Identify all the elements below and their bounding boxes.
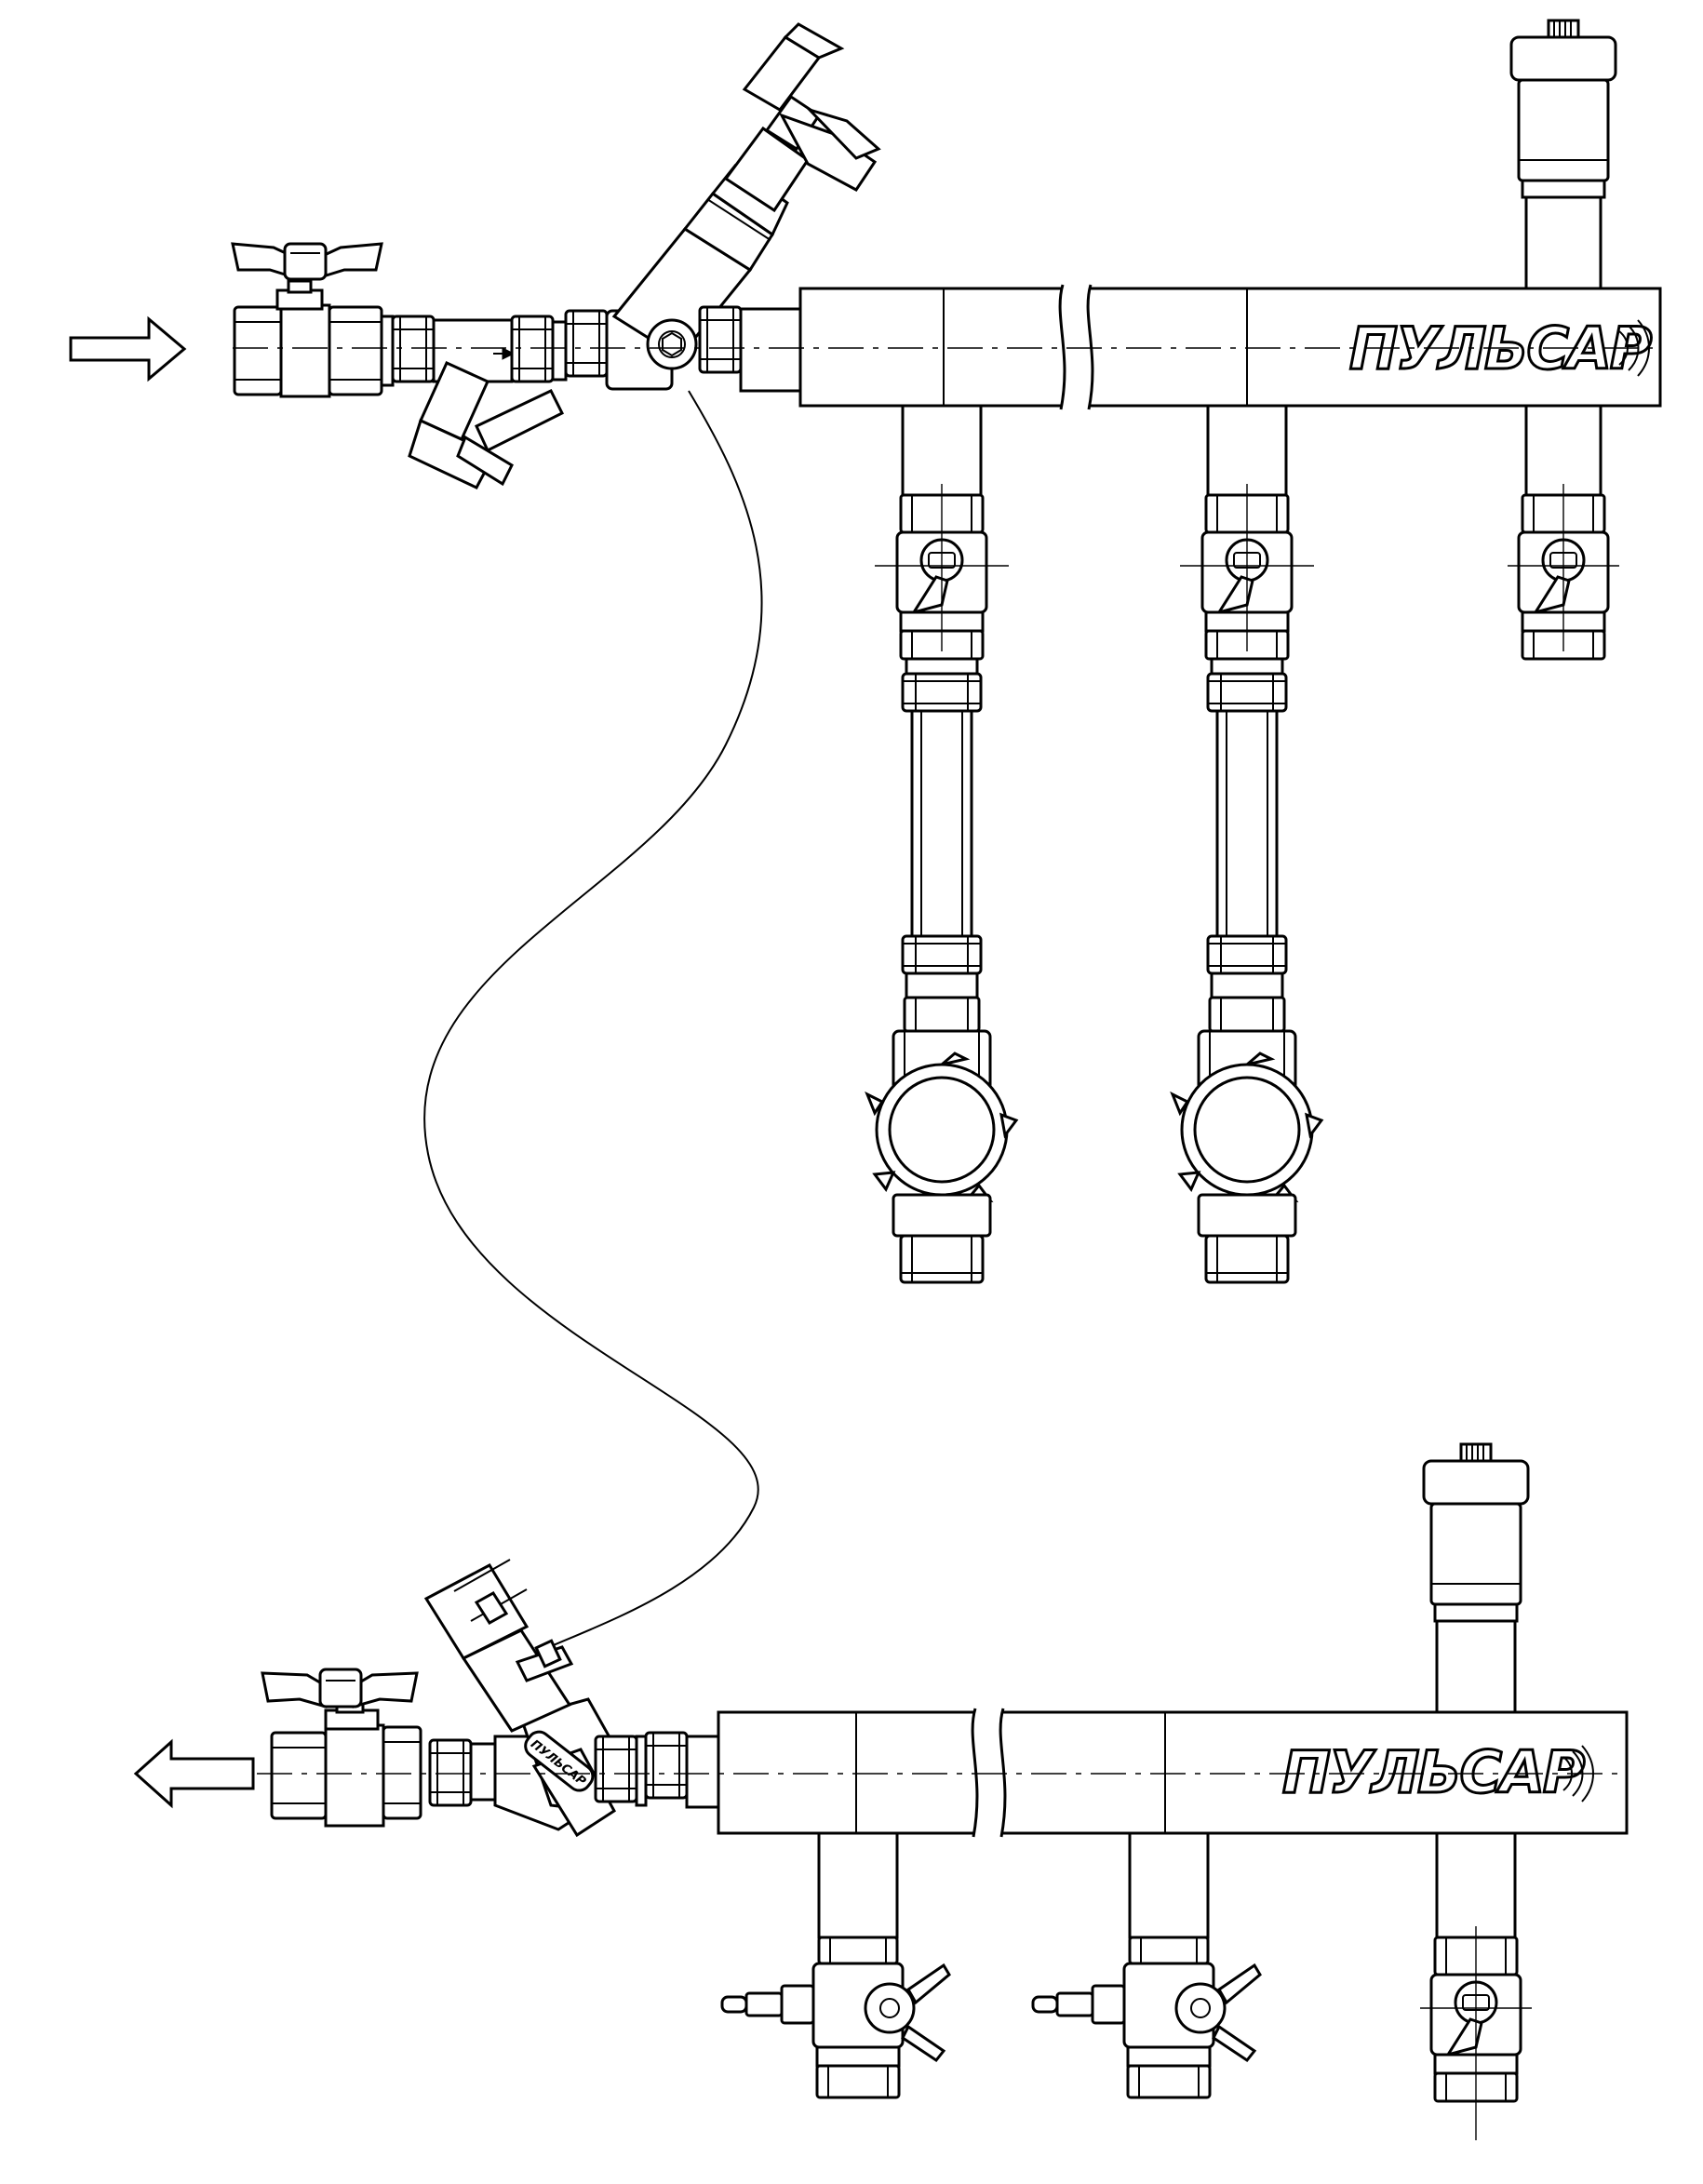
svg-text:ПУЛЬСАР: ПУЛЬСАР xyxy=(1282,1738,1585,1806)
return-branch-2 xyxy=(1031,1831,1262,2099)
return-branch-1 xyxy=(720,1831,951,2099)
inlet-ball-valve xyxy=(231,242,395,398)
supply-branch-1 xyxy=(865,404,1018,1284)
return-drain-branch xyxy=(1420,1831,1532,2140)
impulse-capillary-tube xyxy=(423,390,763,1648)
brand-logo-bottom: ПУЛЬСАР xyxy=(1281,1737,1594,1808)
supply-drain-branch xyxy=(1508,404,1619,661)
arrow-left-outline-icon xyxy=(133,1738,255,1809)
supply-manifold-group: ПУЛЬСАР xyxy=(69,19,1662,1284)
arrow-right-outline-icon xyxy=(69,315,187,382)
brand-logo-top: ПУЛЬСАР xyxy=(1348,314,1656,384)
outlet-ball-valve xyxy=(261,1668,422,1828)
balancing-valve xyxy=(605,22,881,391)
supply-branch-2 xyxy=(1171,404,1323,1284)
return-manifold-group: ПУЛЬСАР ПУЛЬСАР xyxy=(133,1442,1629,2140)
svg-text:ПУЛЬСАР: ПУЛЬСАР xyxy=(1349,315,1652,382)
y-strainer xyxy=(408,318,565,489)
